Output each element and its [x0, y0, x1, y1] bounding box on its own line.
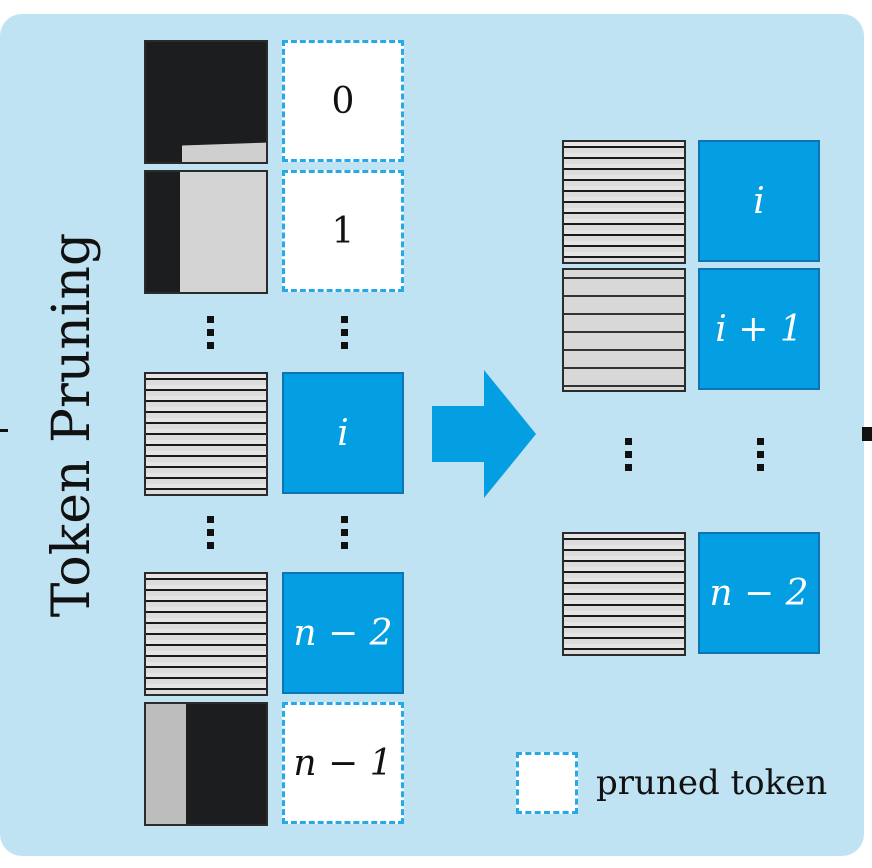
kept-image-patch-i	[562, 140, 686, 264]
image-patch-n-minus-1	[144, 702, 268, 826]
image-patch-n-minus-2	[144, 572, 268, 696]
token-n-minus-2-kept: n − 2	[282, 572, 404, 694]
vertical-ellipsis-icon	[200, 316, 220, 355]
diagram-title: Token Pruning	[42, 232, 102, 618]
token-1-pruned: 1	[282, 170, 404, 292]
kept-token-i: i	[698, 140, 820, 262]
token-n-minus-1-pruned: n − 1	[282, 702, 404, 824]
right-edge-stub	[862, 427, 872, 441]
kept-image-patch-n-minus-2	[562, 532, 686, 656]
legend-pruned-swatch	[516, 752, 578, 814]
image-patch-0	[144, 40, 268, 164]
token-0-pruned: 0	[282, 40, 404, 162]
legend-label: pruned token	[596, 763, 828, 803]
vertical-ellipsis-icon	[334, 516, 354, 555]
kept-image-patch-i-plus-1	[562, 268, 686, 392]
vertical-ellipsis-icon	[334, 316, 354, 355]
image-patch-i	[144, 372, 268, 496]
vertical-ellipsis-icon	[618, 438, 638, 477]
kept-token-n-minus-2: n − 2	[698, 532, 820, 654]
vertical-ellipsis-icon	[750, 438, 770, 477]
token-i-kept: i	[282, 372, 404, 494]
kept-token-i-plus-1: i + 1	[698, 268, 820, 390]
left-edge-stub	[0, 429, 8, 432]
vertical-ellipsis-icon	[200, 516, 220, 555]
right-arrow-icon	[432, 370, 536, 498]
image-patch-1	[144, 170, 268, 294]
